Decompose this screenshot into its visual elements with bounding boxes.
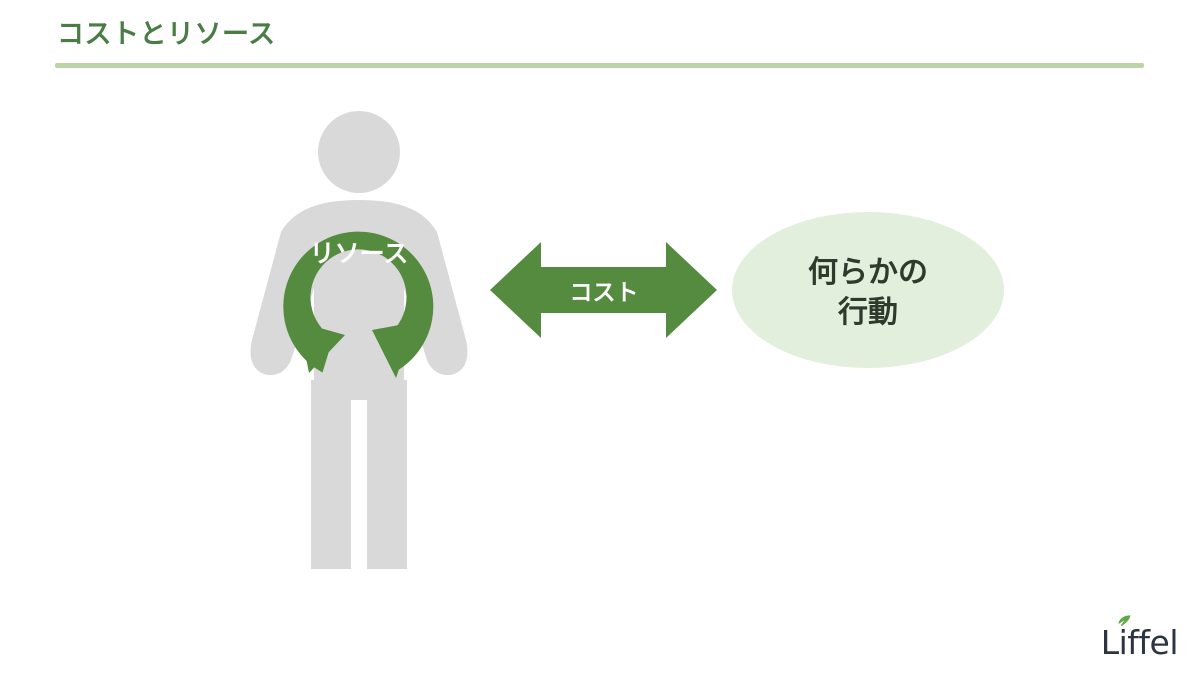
person-leg-left (311, 380, 351, 569)
page-title: コストとリソース (57, 19, 276, 49)
person-leg-right (367, 380, 407, 569)
brand-logo: Liffel (1100, 615, 1179, 662)
action-label-line1: 何らかの (808, 256, 928, 289)
action-node (732, 212, 1004, 368)
cost-arrow (490, 242, 717, 338)
person-head (318, 111, 400, 193)
title-divider (55, 63, 1144, 68)
person-torso (250, 200, 468, 400)
cost-label: コスト (570, 279, 639, 305)
logo-wordmark: Liffel (1100, 623, 1179, 662)
action-ellipse (732, 212, 1004, 368)
leaf-icon (1118, 615, 1131, 626)
person-silhouette (250, 111, 468, 569)
resource-label: リソース (310, 240, 409, 268)
action-label-line2: 行動 (837, 296, 898, 329)
circular-arrow-icon (283, 231, 434, 378)
